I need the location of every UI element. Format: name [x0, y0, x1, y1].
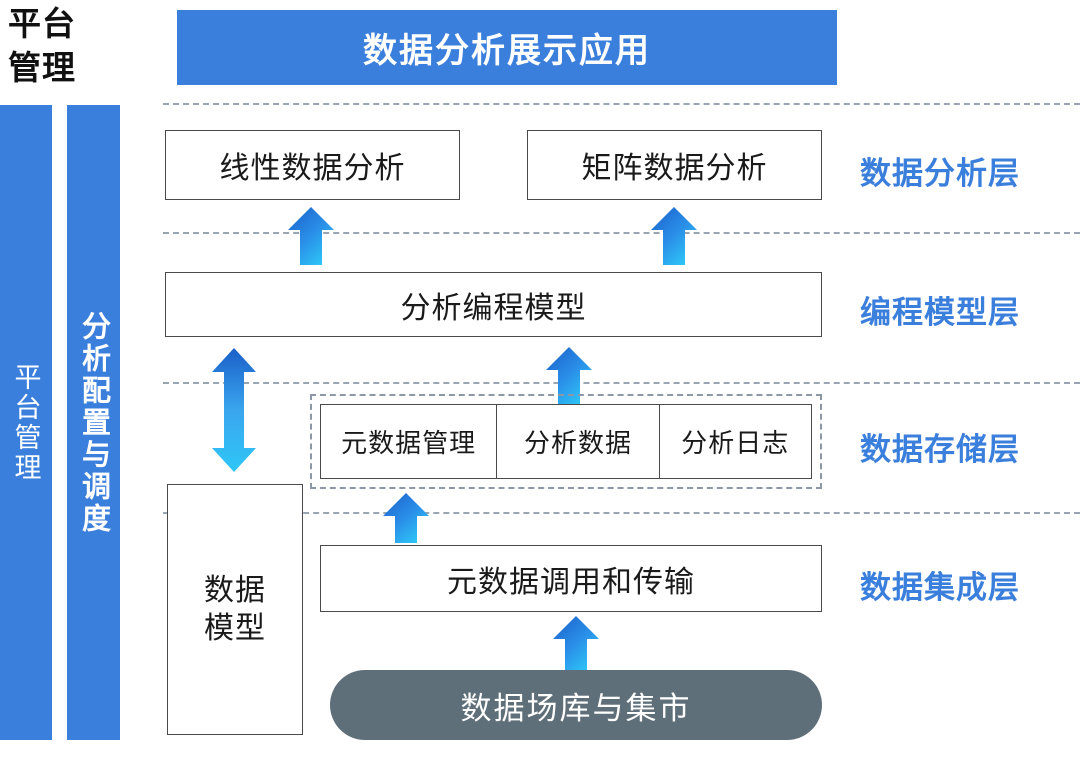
arrow-up-to-storage-group-icon — [383, 493, 429, 548]
box-data-model[interactable]: 数据 模型 — [167, 484, 303, 735]
box-data-model-label-line2: 模型 — [204, 611, 266, 645]
arrow-up-to-matrix-analysis-icon — [651, 207, 697, 270]
cell-metadata-management-label: 元数据管理 — [341, 428, 477, 458]
arrow-up-to-transport-box-icon — [553, 616, 599, 677]
layer-label-data-integration: 数据集成层 — [860, 570, 1020, 605]
sidebar-platform-management-label: 平台管理 — [10, 362, 41, 483]
app-title-bar: 数据分析展示应用 — [177, 10, 837, 85]
app-title-label: 数据分析展示应用 — [363, 32, 651, 70]
box-data-warehouse-mart[interactable]: 数据场库与集市 — [330, 670, 822, 740]
box-metadata-transport[interactable]: 元数据调用和传输 — [320, 545, 822, 612]
box-linear-data-analysis-label: 线性数据分析 — [219, 152, 406, 185]
layer-label-data-analysis: 数据分析层 — [860, 156, 1020, 191]
page-title: 平台 管理 — [8, 5, 76, 86]
box-data-warehouse-mart-label: 数据场库与集市 — [460, 690, 692, 726]
arrow-bidirectional-data-model-icon — [212, 348, 256, 477]
sidebar-analysis-config-scheduling-label: 分析配置与调度 — [77, 310, 110, 535]
cell-analysis-data[interactable]: 分析数据 — [497, 405, 660, 478]
box-metadata-transport-label: 元数据调用和传输 — [447, 565, 695, 599]
box-analysis-programming-model-label: 分析编程模型 — [400, 291, 587, 325]
cell-analysis-log[interactable]: 分析日志 — [660, 405, 811, 478]
cell-analysis-data-label: 分析数据 — [523, 428, 632, 458]
layer-separator-4 — [163, 512, 1080, 514]
box-linear-data-analysis[interactable]: 线性数据分析 — [165, 130, 460, 200]
storage-group-container — [310, 394, 822, 489]
layer-separator-2 — [163, 232, 1080, 234]
layer-separator-1 — [163, 103, 1080, 105]
layer-separator-3 — [163, 382, 1080, 384]
layer-label-data-storage: 数据存储层 — [860, 432, 1020, 467]
arrow-up-to-programming-model-icon — [546, 347, 592, 410]
box-data-model-label-line1: 数据 — [204, 574, 266, 607]
storage-cells-row: 元数据管理 分析数据 分析日志 — [320, 404, 812, 479]
layer-label-programming-model: 编程模型层 — [860, 295, 1020, 330]
sidebar-analysis-config-scheduling: 分析配置与调度 — [67, 105, 120, 740]
box-matrix-data-analysis-label: 矩阵数据分析 — [581, 152, 768, 185]
sidebar-platform-management: 平台管理 — [0, 105, 52, 740]
arrow-up-to-linear-analysis-icon — [288, 207, 334, 270]
cell-metadata-management[interactable]: 元数据管理 — [321, 405, 498, 478]
box-matrix-data-analysis[interactable]: 矩阵数据分析 — [527, 130, 822, 200]
box-analysis-programming-model[interactable]: 分析编程模型 — [165, 272, 822, 337]
cell-analysis-log-label: 分析日志 — [681, 428, 790, 458]
